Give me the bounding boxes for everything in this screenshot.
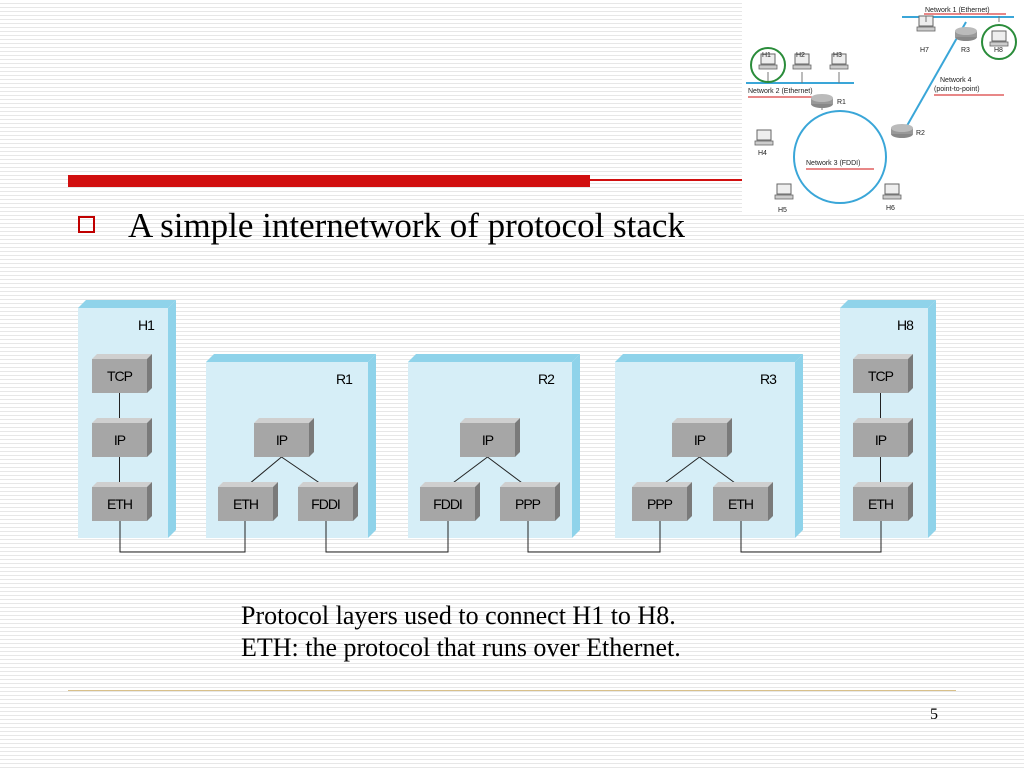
host-h4-icon [754, 129, 774, 146]
layer-h8-eth: ETH [853, 482, 913, 521]
layer-r3-ppp: PPP [632, 482, 692, 521]
svg-text:TCP: TCP [868, 368, 894, 384]
link-3 [527, 521, 661, 553]
layer-r3-ip: IP [672, 418, 732, 457]
svg-text:TCP: TCP [107, 368, 133, 384]
h1-highlight [750, 47, 786, 83]
diagram-caption: Protocol layers used to connect H1 to H8… [241, 600, 681, 664]
node-label-r3: R3 [760, 371, 777, 387]
title-accent-bar [68, 175, 590, 187]
svg-text:IP: IP [694, 432, 706, 448]
host-h5-label: H5 [778, 207, 787, 214]
svg-text:IP: IP [875, 432, 887, 448]
node-label-r1: R1 [336, 371, 353, 387]
host-h7-label: H7 [920, 47, 929, 54]
host-h6-label: H6 [886, 205, 895, 212]
node-label-h8: H8 [897, 317, 914, 333]
network4-sublabel: (point-to-point) [934, 86, 980, 93]
svg-text:IP: IP [114, 432, 126, 448]
caption-line-1: Protocol layers used to connect H1 to H8… [241, 601, 676, 630]
network-topology-diagram: Network 1 (Ethernet) Network 2 (Ethernet… [742, 0, 1024, 215]
router-r2-label: R2 [916, 130, 925, 137]
caption-line-2: ETH: the protocol that runs over Etherne… [241, 633, 681, 662]
layer-r1-ip: IP [254, 418, 314, 457]
host-h6-icon [882, 183, 902, 200]
layer-h1-tcp: TCP [92, 354, 152, 393]
footer-divider [68, 690, 956, 691]
router-r3-icon [955, 27, 977, 41]
router-r1-label: R1 [837, 99, 846, 106]
network3-label: Network 3 (FDDI) [806, 160, 860, 167]
node-label-r2: R2 [538, 371, 555, 387]
host-h4-label: H4 [758, 150, 767, 157]
network2-label: Network 2 (Ethernet) [748, 88, 813, 95]
svg-text:FDDI: FDDI [433, 496, 462, 512]
host-h2-icon [792, 53, 812, 70]
layer-r1-fddi: FDDI [298, 482, 358, 521]
node-label-h1: H1 [138, 317, 155, 333]
link-1 [119, 521, 246, 553]
layer-h1-ip: IP [92, 418, 152, 457]
host-h2-label: H2 [796, 52, 805, 59]
svg-text:ETH: ETH [868, 496, 893, 512]
layer-r1-eth: ETH [218, 482, 278, 521]
host-h3-label: H3 [833, 52, 842, 59]
router-r3-label: R3 [961, 47, 970, 54]
title-accent-line [590, 179, 750, 181]
host-h3-icon [829, 53, 849, 70]
svg-text:PPP: PPP [515, 496, 541, 512]
router-r2-icon [891, 124, 913, 138]
link-4 [740, 521, 882, 553]
layer-r2-ip: IP [460, 418, 520, 457]
router-r1-icon [811, 94, 833, 110]
layer-r2-fddi: FDDI [420, 482, 480, 521]
h8-highlight [981, 24, 1017, 60]
host-h5-icon [774, 183, 794, 200]
layer-h1-eth: ETH [92, 482, 152, 521]
bullet-square-icon [78, 216, 95, 233]
page-number: 5 [930, 706, 938, 723]
network1-label: Network 1 (Ethernet) [925, 7, 990, 14]
layer-h8-ip: IP [853, 418, 913, 457]
host-h8-icon [989, 30, 1009, 47]
slide-title: A simple internetwork of protocol stack [128, 206, 685, 245]
svg-text:PPP: PPP [647, 496, 673, 512]
host-h8-label: H8 [994, 47, 1003, 54]
host-h1-icon [758, 53, 778, 70]
svg-text:IP: IP [276, 432, 288, 448]
svg-text:ETH: ETH [233, 496, 258, 512]
network4-label: Network 4 [940, 77, 972, 84]
svg-text:ETH: ETH [728, 496, 753, 512]
layer-r3-eth: ETH [713, 482, 773, 521]
svg-text:IP: IP [482, 432, 494, 448]
svg-text:ETH: ETH [107, 496, 132, 512]
host-h1-label: H1 [762, 52, 771, 59]
layer-h8-tcp: TCP [853, 354, 913, 393]
svg-text:FDDI: FDDI [311, 496, 340, 512]
layer-r2-ppp: PPP [500, 482, 560, 521]
link-2 [325, 521, 449, 553]
